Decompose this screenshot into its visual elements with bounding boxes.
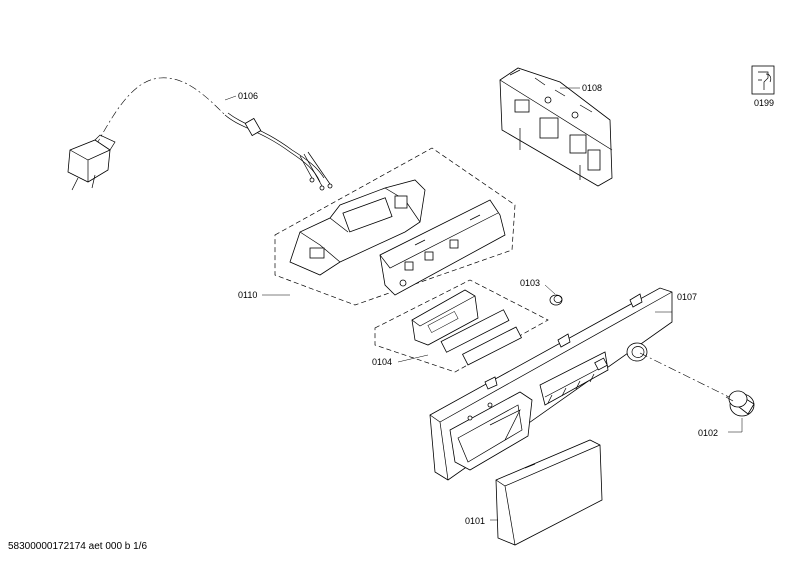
label-0102: 0102 bbox=[698, 428, 718, 438]
electronic-module-0108[interactable] bbox=[499, 67, 613, 187]
label-0104: 0104 bbox=[372, 357, 392, 367]
label-0108: 0108 bbox=[582, 83, 602, 93]
drawer-cover-0101[interactable] bbox=[495, 439, 603, 546]
label-0106: 0106 bbox=[238, 91, 258, 101]
label-0110: 0110 bbox=[238, 290, 257, 300]
button-0103[interactable] bbox=[549, 294, 563, 306]
control-bracket-0110[interactable] bbox=[289, 179, 426, 276]
group-outline-0104 bbox=[374, 279, 549, 373]
display-module-0104[interactable] bbox=[411, 289, 522, 366]
control-panel-fascia-0107[interactable] bbox=[429, 287, 673, 481]
label-0199: 0199 bbox=[754, 98, 774, 108]
program-knob-0102[interactable] bbox=[725, 390, 755, 417]
wrench-manual-icon bbox=[751, 65, 775, 95]
power-cord-0106[interactable] bbox=[67, 77, 333, 191]
label-0103: 0103 bbox=[520, 278, 540, 288]
label-0101: 0101 bbox=[465, 516, 485, 526]
drawing-reference: 58300000172174 aet 000 b 1/6 bbox=[8, 541, 148, 552]
label-0107: 0107 bbox=[677, 292, 697, 302]
control-pcb-0110[interactable] bbox=[379, 199, 506, 296]
group-outline-0110 bbox=[274, 147, 516, 306]
